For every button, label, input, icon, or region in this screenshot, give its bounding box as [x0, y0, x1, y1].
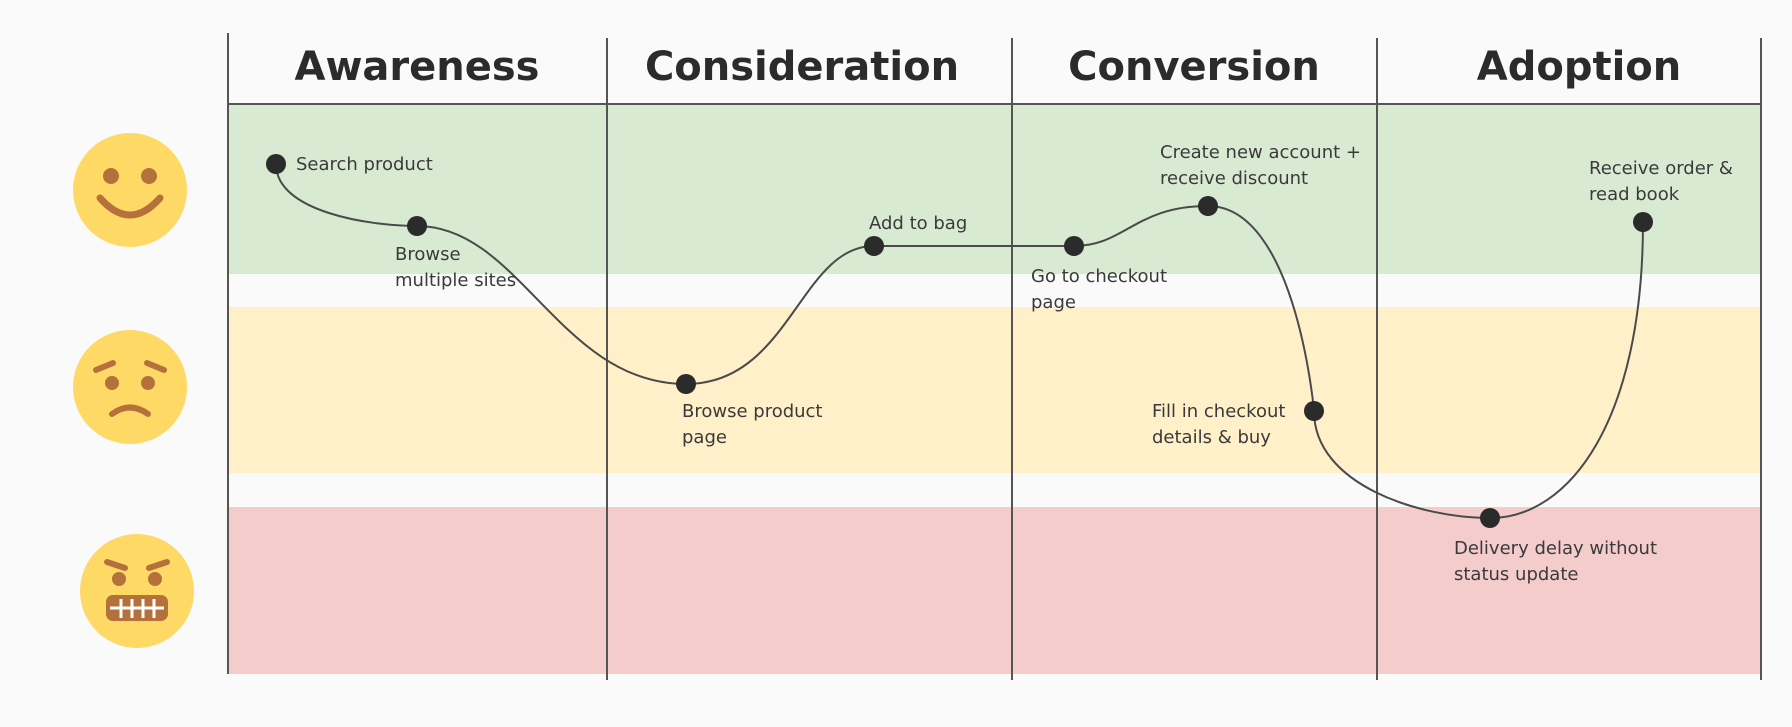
journey-step-label-line: Delivery delay without	[1454, 538, 1657, 559]
journey-nodes	[266, 154, 1653, 528]
grid-lines	[227, 33, 1762, 680]
stage-header-conversion: Conversion	[1068, 44, 1320, 90]
journey-step-label-line: receive discount	[1160, 168, 1308, 189]
journey-step-label: Add to bag	[869, 213, 967, 234]
journey-step-label: Delivery delay without status update	[1454, 538, 1657, 585]
journey-step-node	[407, 216, 427, 236]
journey-step-label-line: Go to checkout	[1031, 266, 1167, 287]
worried-face-icon	[73, 330, 187, 444]
journey-step-label: Go to checkout page	[1031, 266, 1167, 313]
stage-header-awareness: Awareness	[295, 44, 540, 90]
journey-step-label: Browse multiple sites	[395, 244, 516, 291]
stage-header-consideration: Consideration	[645, 44, 959, 90]
journey-step-node	[864, 236, 884, 256]
journey-step-node	[1304, 401, 1324, 421]
journey-step-label: Browse product page	[682, 401, 823, 448]
journey-step-label-line: Receive order &	[1589, 158, 1733, 179]
journey-step-label-line: multiple sites	[395, 270, 516, 291]
journey-step-label-line: Browse product	[682, 401, 823, 422]
neutral-emotion-band	[228, 307, 1761, 473]
journey-step-node	[266, 154, 286, 174]
journey-step-label-line: page	[1031, 292, 1076, 313]
journey-step-node	[1633, 212, 1653, 232]
journey-step-label-line: Add to bag	[869, 213, 967, 234]
journey-step-label-line: read book	[1589, 184, 1680, 205]
journey-step-label-line: Search product	[296, 154, 433, 175]
journey-step-node	[1480, 508, 1500, 528]
journey-step-label-line: details & buy	[1152, 427, 1271, 448]
journey-step-label-line: Fill in checkout	[1152, 401, 1285, 422]
journey-step-node	[1198, 196, 1218, 216]
negative-emotion-band	[228, 507, 1761, 674]
journey-step-label: Search product	[296, 154, 433, 175]
journey-step-node	[1064, 236, 1084, 256]
grimacing-angry-face-icon	[80, 534, 194, 648]
journey-step-label: Receive order & read book	[1589, 158, 1733, 205]
journey-step-node	[676, 374, 696, 394]
smiling-face-icon	[73, 133, 187, 247]
journey-step-label-line: Browse	[395, 244, 461, 265]
journey-step-label-line: page	[682, 427, 727, 448]
journey-step-label-line: status update	[1454, 564, 1578, 585]
journey-step-label: Fill in checkout details & buy	[1152, 401, 1285, 448]
journey-step-label: Create new account + receive discount	[1160, 142, 1361, 189]
journey-step-label-line: Create new account +	[1160, 142, 1361, 163]
stage-header-adoption: Adoption	[1477, 44, 1682, 90]
